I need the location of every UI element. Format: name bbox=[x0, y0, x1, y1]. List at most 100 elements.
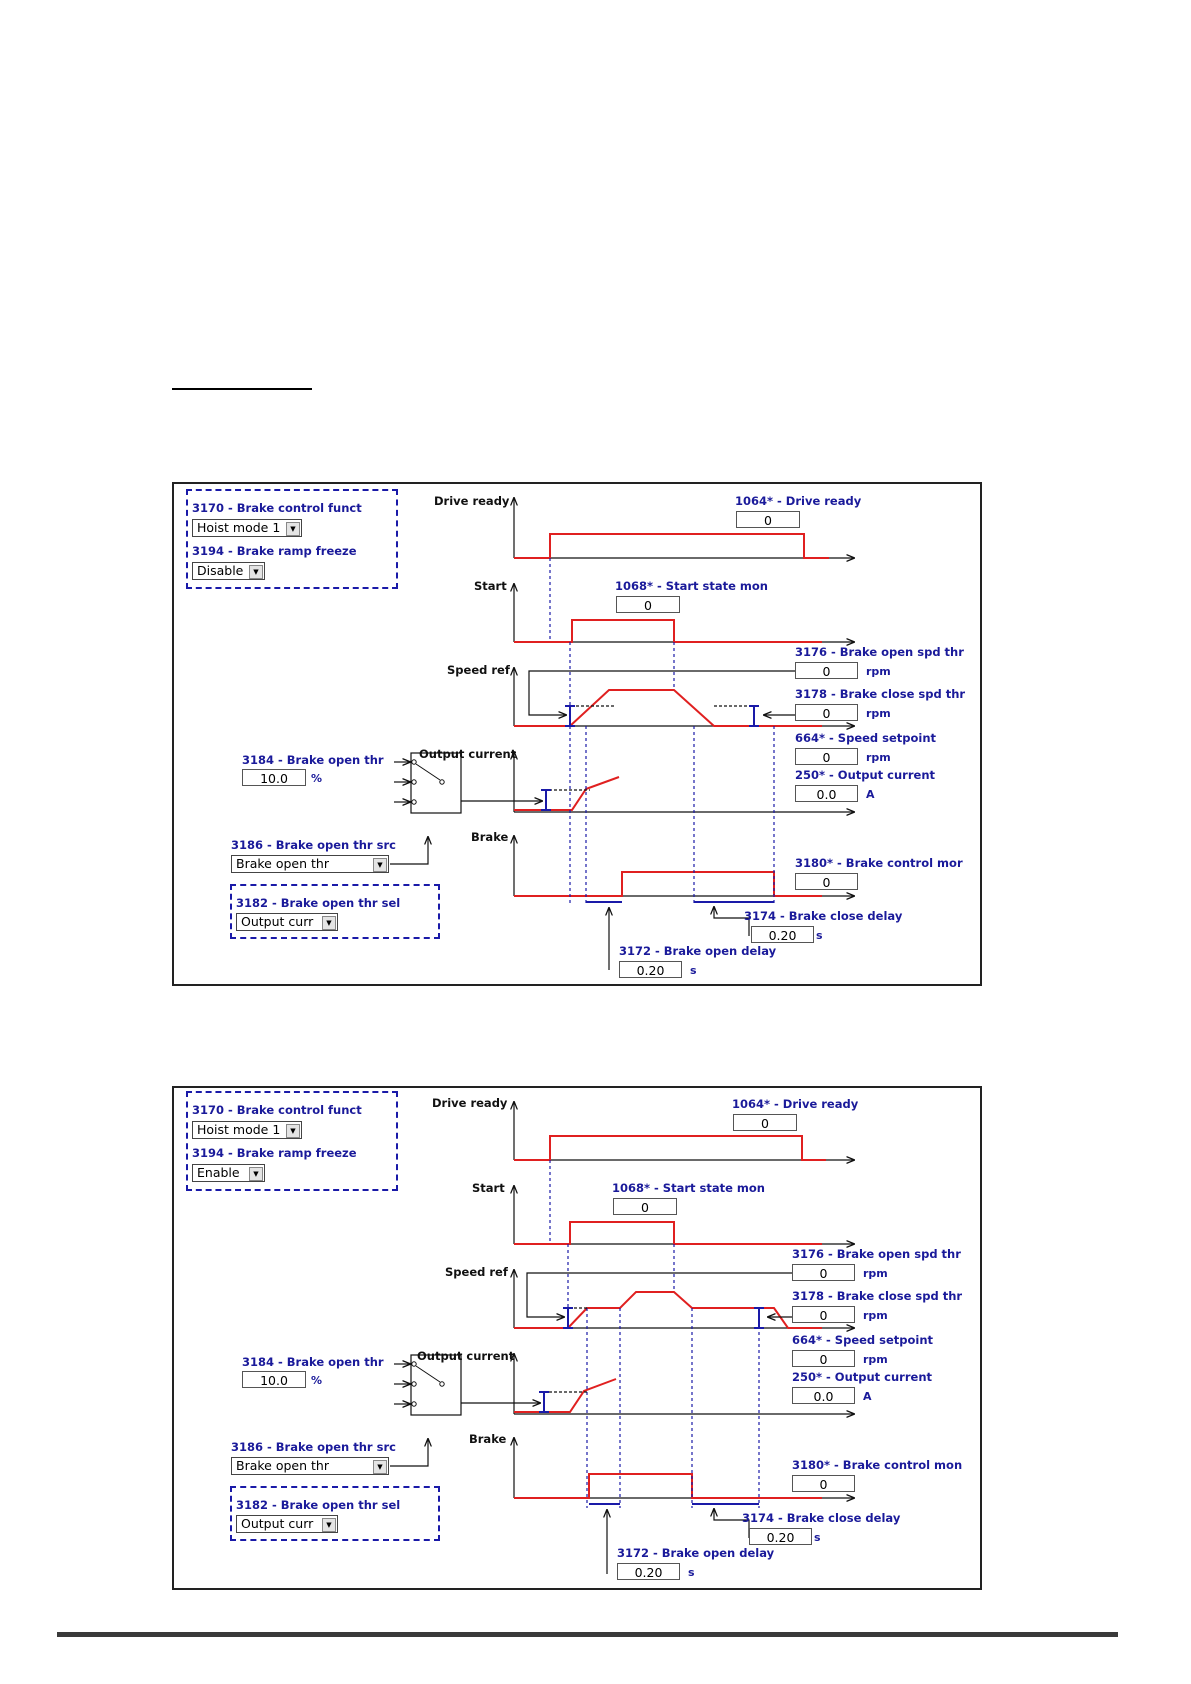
brake-close-delay-field[interactable]: 0.20 bbox=[749, 1528, 812, 1545]
brake-close-delay-field[interactable]: 0.20 bbox=[751, 926, 814, 943]
brake-control-funct-label: 3170 - Brake control funct bbox=[192, 501, 362, 515]
axis-drive-ready: Drive ready bbox=[432, 1096, 508, 1110]
brake-open-thr-field[interactable]: 10.0 bbox=[242, 1371, 306, 1388]
brake-config-group bbox=[186, 489, 398, 589]
brake-control-funct-select[interactable]: Hoist mode 1▼ bbox=[192, 1121, 302, 1139]
speed-setpoint-label: 664* - Speed setpoint bbox=[792, 1333, 934, 1347]
axis-brake: Brake bbox=[469, 1432, 507, 1446]
brake-ramp-freeze-label: 3194 - Brake ramp freeze bbox=[192, 544, 357, 558]
chevron-down-icon: ▼ bbox=[249, 565, 263, 579]
axis-drive-ready: Drive ready bbox=[434, 494, 510, 508]
brake-ramp-freeze-label: 3194 - Brake ramp freeze bbox=[192, 1146, 357, 1160]
brake-open-spd-thr-label: 3176 - Brake open spd thr bbox=[795, 645, 964, 659]
axis-output-current: Output current bbox=[419, 747, 517, 761]
axis-brake: Brake bbox=[471, 830, 509, 844]
brake-control-funct-label: 3170 - Brake control funct bbox=[192, 1103, 362, 1117]
axis-start: Start bbox=[474, 579, 507, 593]
amp-unit: A bbox=[866, 788, 875, 801]
speed-setpoint-label: 664* - Speed setpoint bbox=[795, 731, 937, 745]
brake-ramp-freeze-select[interactable]: Enable▼ bbox=[192, 1164, 265, 1182]
axis-speed-ref: Speed ref bbox=[445, 1265, 508, 1279]
brake-timing-panel-enable: 3170 - Brake control funct Hoist mode 1▼… bbox=[172, 1086, 982, 1590]
rpm-unit: rpm bbox=[866, 751, 891, 764]
percent-unit: % bbox=[311, 772, 323, 785]
axis-speed-ref: Speed ref bbox=[447, 663, 510, 677]
amp-unit: A bbox=[863, 1390, 872, 1403]
brake-open-thr-sel-group bbox=[230, 884, 440, 939]
brake-open-thr-src-label: 3186 - Brake open thr src bbox=[231, 838, 396, 852]
brake-close-spd-thr-label: 3178 - Brake close spd thr bbox=[792, 1289, 963, 1303]
brake-open-delay-label: 3172 - Brake open delay bbox=[617, 1546, 775, 1560]
rpm-unit: rpm bbox=[866, 665, 891, 678]
start-state-mon-label: 1068* - Start state mon bbox=[615, 579, 768, 593]
brake-open-thr-label: 3184 - Brake open thr bbox=[242, 1355, 384, 1369]
output-current-label: 250* - Output current bbox=[795, 768, 936, 782]
brake-close-delay-label: 3174 - Brake close delay bbox=[742, 1511, 901, 1525]
start-state-mon-value: 0 bbox=[613, 1198, 677, 1215]
axis-output-current: Output current bbox=[417, 1349, 515, 1363]
threshold-source-switch bbox=[410, 1354, 462, 1416]
brake-control-mon-label: 3180* - Brake control mon bbox=[792, 1458, 963, 1472]
drive-ready-mon-value: 0 bbox=[736, 511, 800, 528]
output-current-value: 0.0 bbox=[792, 1387, 855, 1404]
brake-control-mon-label: 3180* - Brake control mor bbox=[795, 856, 963, 870]
rpm-unit: rpm bbox=[863, 1353, 888, 1366]
footer-rule bbox=[57, 1632, 1118, 1637]
brake-open-delay-field[interactable]: 0.20 bbox=[619, 961, 682, 978]
timing-diagram bbox=[390, 484, 980, 970]
chevron-down-icon: ▼ bbox=[322, 916, 336, 930]
brake-open-thr-src-select[interactable]: Brake open thr▼ bbox=[231, 1457, 389, 1475]
brake-open-thr-label: 3184 - Brake open thr bbox=[242, 753, 384, 767]
brake-open-thr-sel-label: 3182 - Brake open thr sel bbox=[236, 1498, 401, 1512]
seconds-unit: s bbox=[814, 1531, 821, 1544]
brake-close-spd-thr-label: 3178 - Brake close spd thr bbox=[795, 687, 966, 701]
rpm-unit: rpm bbox=[863, 1267, 888, 1280]
brake-open-delay-field[interactable]: 0.20 bbox=[617, 1563, 680, 1580]
heading-underline bbox=[172, 388, 312, 390]
seconds-unit: s bbox=[690, 964, 697, 977]
percent-unit: % bbox=[311, 1374, 323, 1387]
speed-setpoint-value: 0 bbox=[795, 748, 858, 765]
brake-open-spd-thr-field[interactable]: 0 bbox=[792, 1264, 855, 1281]
output-current-label: 250* - Output current bbox=[792, 1370, 933, 1384]
chevron-down-icon: ▼ bbox=[373, 1460, 387, 1474]
brake-close-spd-thr-field[interactable]: 0 bbox=[795, 704, 858, 721]
drive-ready-mon-label: 1064* - Drive ready bbox=[735, 494, 862, 508]
brake-timing-panel-disable: 3170 - Brake control funct Hoist mode 1▼… bbox=[172, 482, 982, 986]
chevron-down-icon: ▼ bbox=[286, 1124, 300, 1138]
brake-open-thr-field[interactable]: 10.0 bbox=[242, 769, 306, 786]
brake-control-funct-select[interactable]: Hoist mode 1▼ bbox=[192, 519, 302, 537]
brake-open-thr-src-select[interactable]: Brake open thr▼ bbox=[231, 855, 389, 873]
rpm-unit: rpm bbox=[863, 1309, 888, 1322]
brake-open-thr-sel-group bbox=[230, 1486, 440, 1541]
speed-setpoint-value: 0 bbox=[792, 1350, 855, 1367]
output-current-value: 0.0 bbox=[795, 785, 858, 802]
brake-open-thr-sel-select[interactable]: Output curr▼ bbox=[236, 913, 338, 931]
threshold-source-switch bbox=[410, 752, 462, 814]
brake-open-thr-sel-select[interactable]: Output curr▼ bbox=[236, 1515, 338, 1533]
chevron-down-icon: ▼ bbox=[249, 1167, 263, 1181]
timing-diagram bbox=[390, 1088, 980, 1574]
brake-open-spd-thr-label: 3176 - Brake open spd thr bbox=[792, 1247, 961, 1261]
brake-open-spd-thr-field[interactable]: 0 bbox=[795, 662, 858, 679]
seconds-unit: s bbox=[688, 1566, 695, 1579]
drive-ready-mon-label: 1064* - Drive ready bbox=[732, 1097, 859, 1111]
start-state-mon-label: 1068* - Start state mon bbox=[612, 1181, 765, 1195]
axis-start: Start bbox=[472, 1181, 505, 1195]
brake-close-spd-thr-field[interactable]: 0 bbox=[792, 1306, 855, 1323]
brake-close-delay-label: 3174 - Brake close delay bbox=[744, 909, 903, 923]
chevron-down-icon: ▼ bbox=[322, 1518, 336, 1532]
seconds-unit: s bbox=[816, 929, 823, 942]
brake-control-mon-value: 0 bbox=[792, 1475, 855, 1492]
brake-open-thr-src-label: 3186 - Brake open thr src bbox=[231, 1440, 396, 1454]
rpm-unit: rpm bbox=[866, 707, 891, 720]
brake-config-group bbox=[186, 1091, 398, 1191]
drive-ready-mon-value: 0 bbox=[733, 1114, 797, 1131]
chevron-down-icon: ▼ bbox=[373, 858, 387, 872]
start-state-mon-value: 0 bbox=[616, 596, 680, 613]
brake-open-thr-sel-label: 3182 - Brake open thr sel bbox=[236, 896, 401, 910]
brake-ramp-freeze-select[interactable]: Disable▼ bbox=[192, 562, 265, 580]
brake-control-mon-value: 0 bbox=[795, 873, 858, 890]
chevron-down-icon: ▼ bbox=[286, 522, 300, 536]
brake-open-delay-label: 3172 - Brake open delay bbox=[619, 944, 777, 958]
